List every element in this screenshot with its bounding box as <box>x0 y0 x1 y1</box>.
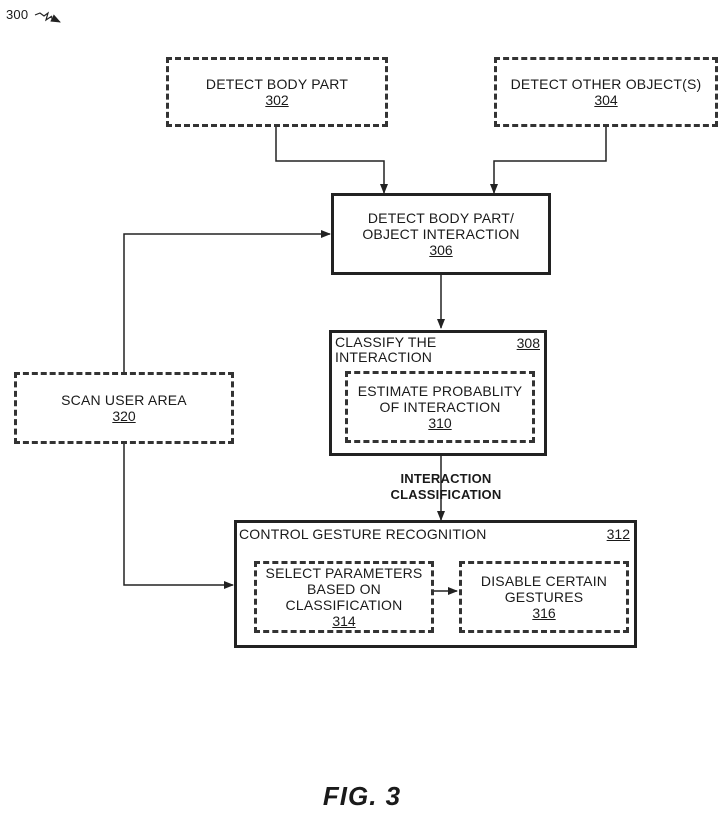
node-ref: 302 <box>265 92 289 108</box>
figure-ref-leader <box>34 11 53 22</box>
node-detect-other-objects[interactable]: DETECT OTHER OBJECT(S) 304 <box>494 57 718 127</box>
node-ref: 310 <box>428 415 452 431</box>
node-detect-body-part[interactable]: DETECT BODY PART 302 <box>166 57 388 127</box>
node-classify-interaction[interactable]: CLASSIFY THE INTERACTION 308 ESTIMATE PR… <box>329 330 547 456</box>
node-disable-gestures[interactable]: DISABLE CERTAIN GESTURES 316 <box>459 561 629 633</box>
node-label-line-1: DETECT BODY PART/ <box>367 210 515 226</box>
node-label-line-2: INTERACTION <box>335 349 433 365</box>
node-label-line-2: BASED ON <box>307 581 381 597</box>
node-label-group: CLASSIFY THE INTERACTION <box>335 335 436 365</box>
node-ref: 312 <box>606 526 630 542</box>
node-label: DETECT BODY PART <box>205 76 349 92</box>
node-label-line-1: CLASSIFY THE <box>335 334 437 350</box>
figure-caption: FIG. 3 <box>322 781 402 811</box>
node-label: SCAN USER AREA <box>61 392 187 408</box>
node-label-line-2: OBJECT INTERACTION <box>362 226 520 242</box>
figure-reference-label: 300 <box>6 7 29 22</box>
node-ref: 308 <box>516 335 540 351</box>
figure-ref-arrow <box>49 14 61 23</box>
node-scan-user-area[interactable]: SCAN USER AREA 320 <box>14 372 234 444</box>
node-ref: 320 <box>112 408 136 424</box>
node-label-line-1: SELECT PARAMETERS <box>265 565 423 581</box>
node-ref: 316 <box>532 605 556 621</box>
edge-320-to-306 <box>123 230 331 372</box>
node-ref: 306 <box>429 242 453 258</box>
edge-label-interaction-classification: INTERACTION CLASSIFICATION <box>376 471 516 503</box>
edge-label-line-2: CLASSIFICATION <box>390 487 502 502</box>
node-label-line-2: OF INTERACTION <box>379 399 501 415</box>
node-label-line-2: GESTURES <box>504 589 584 605</box>
node-select-parameters[interactable]: SELECT PARAMETERS BASED ON CLASSIFICATIO… <box>254 561 434 633</box>
node-label: DETECT OTHER OBJECT(S) <box>510 76 702 92</box>
node-label-line-1: DISABLE CERTAIN <box>480 573 608 589</box>
node-label-line-1: ESTIMATE PROBABLITY <box>357 383 523 399</box>
node-control-gesture-recognition[interactable]: CONTROL GESTURE RECOGNITION 312 SELECT P… <box>234 520 637 648</box>
node-label-line-3: CLASSIFICATION <box>285 597 403 613</box>
edge-320-to-312 <box>123 444 234 589</box>
node-detect-interaction[interactable]: DETECT BODY PART/ OBJECT INTERACTION 306 <box>331 193 551 275</box>
edge-label-line-1: INTERACTION <box>400 471 492 486</box>
node-ref: 314 <box>332 613 356 629</box>
edge-302-to-306 <box>275 127 388 194</box>
edge-304-to-306 <box>490 127 607 194</box>
node-label: CONTROL GESTURE RECOGNITION <box>239 526 487 542</box>
node-estimate-probability[interactable]: ESTIMATE PROBABLITY OF INTERACTION 310 <box>345 371 535 443</box>
node-ref: 304 <box>594 92 618 108</box>
